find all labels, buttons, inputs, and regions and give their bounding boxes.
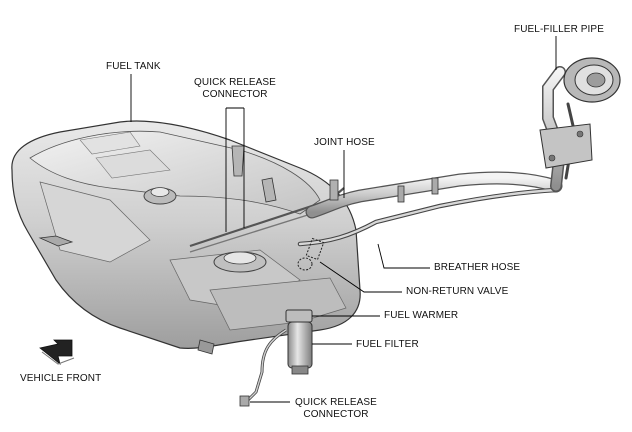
label-joint-hose: JOINT HOSE xyxy=(314,137,375,148)
label-qrc-bottom-line2: CONNECTOR xyxy=(303,409,369,420)
non-return-valve xyxy=(297,237,325,271)
arrow-icon xyxy=(39,339,75,366)
label-qrc-top-line2: CONNECTOR xyxy=(202,89,268,100)
leader-non-return-valve xyxy=(319,261,402,293)
label-breather-hose: BREATHER HOSE xyxy=(434,262,521,273)
label-non-return-valve: NON-RETURN VALVE xyxy=(406,286,509,297)
label-fuel-filter: FUEL FILTER xyxy=(356,339,419,350)
label-quick-release-connector-bottom: QUICK RELEASE CONNECTOR xyxy=(290,397,382,421)
leader-lines xyxy=(130,36,557,403)
label-vehicle-front: VEHICLE FRONT xyxy=(20,373,102,384)
leader-breather-hose xyxy=(377,243,430,269)
filler-pipe-assembly xyxy=(297,57,621,247)
label-fuel-warmer: FUEL WARMER xyxy=(384,310,459,321)
label-quick-release-connector-top: QUICK RELEASE CONNECTOR xyxy=(189,77,281,101)
label-qrc-top-line1: QUICK RELEASE xyxy=(194,77,276,88)
leader-qrc-top xyxy=(225,107,245,232)
label-qrc-bottom-line1: QUICK RELEASE xyxy=(295,397,377,408)
label-fuel-tank: FUEL TANK xyxy=(106,61,161,72)
label-fuel-filler-pipe: FUEL-FILLER PIPE xyxy=(514,24,604,35)
